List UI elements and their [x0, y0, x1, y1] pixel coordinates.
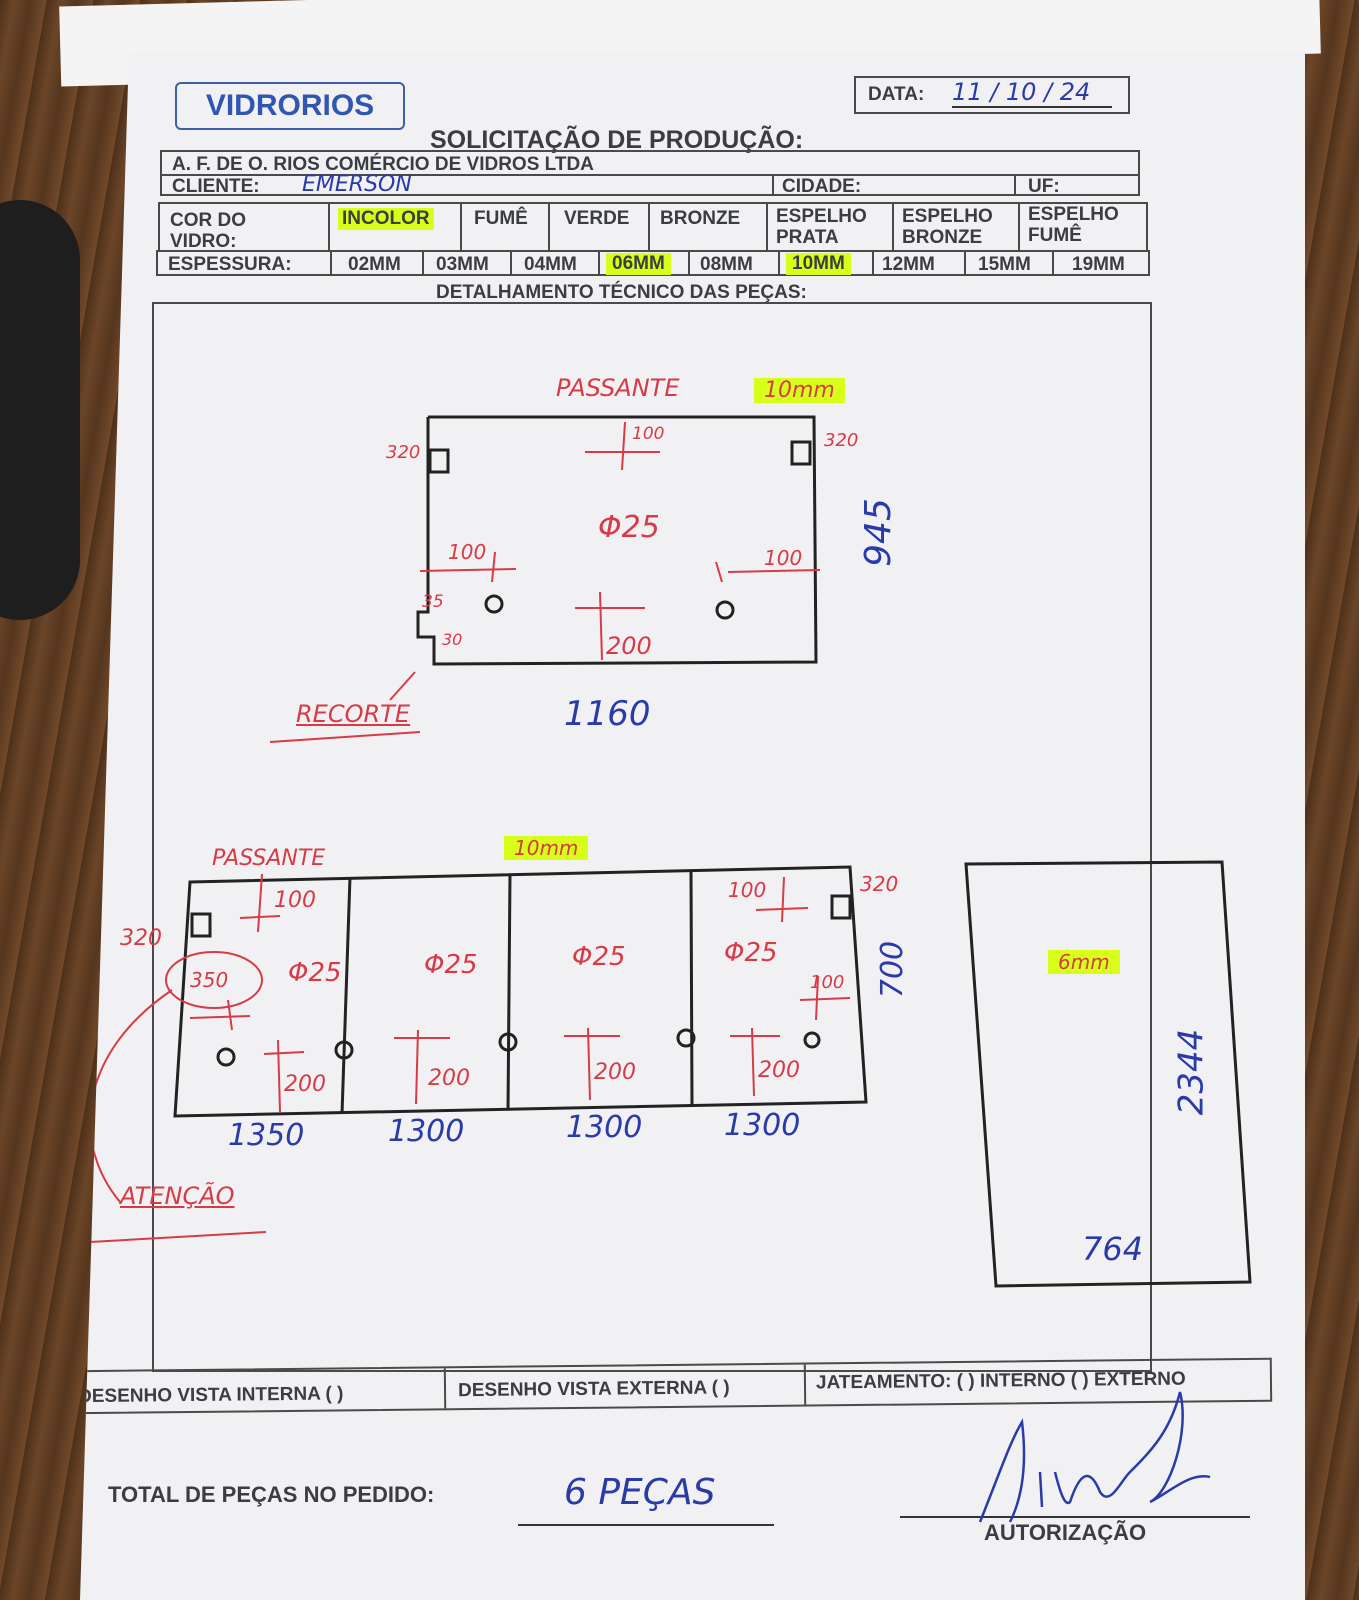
thickness-06mm[interactable]: 06MM [598, 252, 688, 275]
mouse-object [0, 200, 80, 620]
production-form-sheet: VIDRORIOS DATA: 11 / 10 / 24 SOLICITAÇÃO… [80, 52, 1305, 1600]
piece1-thickness: 10mm [754, 378, 845, 403]
piece1-recorte: RECORTE [296, 700, 410, 728]
color-option-verde[interactable]: VERDE [548, 204, 648, 250]
piece2-hole-diameter-3: Φ25 [572, 942, 626, 972]
piece1-dim-100-top: 100 [632, 424, 665, 444]
brand-logo: VIDRORIOS [175, 82, 405, 130]
thickness-02mm[interactable]: 02MM [330, 252, 422, 275]
piece2-width-3: 1300 [566, 1110, 643, 1145]
piece2-hole-diameter-1: Φ25 [288, 958, 342, 988]
thickness-03mm[interactable]: 03MM [422, 252, 510, 275]
signature [978, 1391, 1211, 1523]
authorization-label: AUTORIZAÇÃO [984, 1520, 1147, 1545]
piece2-marks [89, 873, 851, 1243]
piece1-passante: PASSANTE [556, 374, 680, 402]
client-block: A. F. DE O. RIOS COMÉRCIO DE VIDROS LTDA… [160, 150, 1140, 197]
piece2-dim-200-4: 200 [758, 1058, 800, 1083]
client-value: EMERSON [302, 172, 412, 197]
piece2-outline [173, 865, 868, 1118]
piece1-dim-320-right: 320 [824, 430, 859, 451]
details-title: DETALHAMENTO TÉCNICO DAS PEÇAS: [436, 282, 807, 303]
date-value: 11 / 10 / 24 [952, 78, 1112, 108]
total-line [518, 1524, 774, 1526]
piece1-dim-100-left: 100 [448, 540, 487, 564]
thickness-row: ESPESSURA: 02MM 03MM 04MM 06MM 08MM 10MM… [156, 250, 1150, 276]
form-title: SOLICITAÇÃO DE PRODUÇÃO: [430, 126, 804, 154]
date-box: DATA: 11 / 10 / 24 [854, 76, 1130, 114]
piece2-dim-200-2: 200 [428, 1066, 470, 1091]
piece2-dim-200-1: 200 [284, 1072, 326, 1097]
piece2-width-2: 1300 [388, 1114, 465, 1149]
piece2-dim-320-left: 320 [120, 926, 162, 951]
piece2-width-1: 1350 [228, 1118, 305, 1153]
thickness-label: ESPESSURA: [168, 254, 292, 275]
color-option-fume[interactable]: FUMÊ [460, 204, 548, 250]
color-option-incolor[interactable]: INCOLOR [328, 204, 460, 250]
drawing-area [152, 302, 1152, 1372]
piece1-dim-320-left: 320 [386, 442, 421, 463]
piece2-dim-100-c: 100 [810, 972, 845, 993]
piece2-dim-200-3: 200 [594, 1060, 636, 1085]
piece3-thickness: 6mm [1048, 950, 1120, 974]
piece1-hole-diameter: Φ25 [598, 510, 660, 545]
piece2-hole-diameter-2: Φ25 [424, 950, 478, 980]
uf-label: UF: [1028, 176, 1060, 197]
thickness-08mm[interactable]: 08MM [688, 252, 778, 275]
piece2-dim-320-right: 320 [860, 872, 899, 896]
piece2-thickness: 10mm [504, 836, 589, 860]
color-option-bronze[interactable]: BRONZE [648, 204, 766, 250]
piece1-dim-200: 200 [606, 632, 652, 660]
piece2-dim-100-a: 100 [274, 888, 316, 913]
piece1-dim-35: 35 [422, 592, 444, 612]
client-label: CLIENTE: [172, 176, 260, 197]
piece1-width: 1160 [564, 694, 651, 734]
piece2-hole-diameter-4: Φ25 [724, 938, 778, 968]
piece2-width-4: 1300 [724, 1108, 801, 1143]
company-name: A. F. DE O. RIOS COMÉRCIO DE VIDROS LTDA [172, 154, 594, 175]
total-value: 6 PEÇAS [564, 1472, 716, 1513]
thickness-15mm[interactable]: 15MM [964, 252, 1052, 275]
technical-drawings [89, 415, 1252, 1288]
piece1-marks [269, 421, 821, 743]
thickness-10mm[interactable]: 10MM [778, 252, 872, 275]
piece3-width: 764 [1082, 1230, 1144, 1268]
piece2-passante: PASSANTE [212, 846, 326, 871]
piece2-atencao: ATENÇÃO [120, 1182, 235, 1210]
city-label: CIDADE: [782, 176, 862, 197]
thickness-19mm[interactable]: 19MM [1052, 252, 1148, 275]
piece1-outline [416, 415, 818, 666]
piece2-dim-350: 350 [190, 968, 229, 992]
thickness-04mm[interactable]: 04MM [510, 252, 598, 275]
piece1-dim-100-right: 100 [764, 546, 803, 570]
authorization-line [900, 1516, 1250, 1518]
total-label: TOTAL DE PEÇAS NO PEDIDO: [108, 1482, 435, 1507]
thickness-12mm[interactable]: 12MM [872, 252, 964, 275]
piece3-outline [964, 860, 1252, 1288]
date-label: DATA: [868, 84, 925, 105]
piece2-dim-100-b: 100 [728, 878, 767, 902]
piece1-dim-30: 30 [442, 630, 463, 649]
